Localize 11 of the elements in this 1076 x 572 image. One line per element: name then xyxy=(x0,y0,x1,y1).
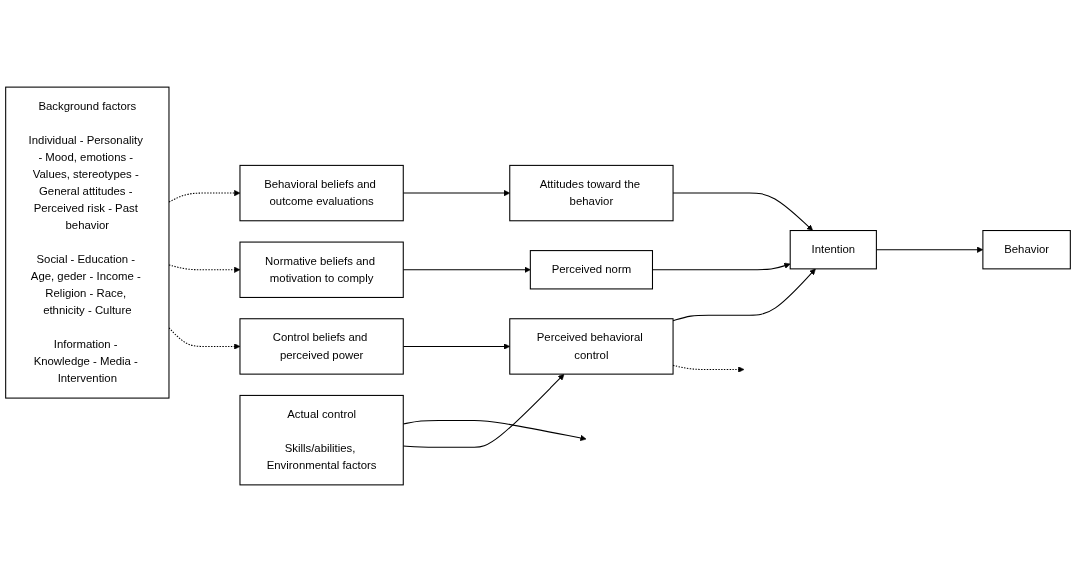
node-box: Behavior xyxy=(982,230,1071,270)
node-box: Behavioral beliefs and outcome evaluations xyxy=(239,164,404,222)
node-box: Normative beliefs and motivation to comply xyxy=(239,241,404,298)
node-box: Perceived behavioral control xyxy=(509,318,674,375)
node-box: Background factors Individual - Personality - Mood, emotions - Values, stereotypes - General attitudes - Perceived risk - Past behavior Social - Education - Age, geder - Income - Religion - Race, ethnicity - Culture Information - Knowledge - Media - Intervention xyxy=(5,86,170,399)
node-box: Attitudes toward the behavior xyxy=(509,164,674,222)
node-box: Perceived norm xyxy=(529,250,653,290)
node-box: Intention xyxy=(789,230,877,270)
node-box: Actual control Skills/abilities, Environmental factors xyxy=(239,394,404,486)
node-box: Control beliefs and perceived power xyxy=(239,318,404,375)
arrow xyxy=(672,268,816,322)
